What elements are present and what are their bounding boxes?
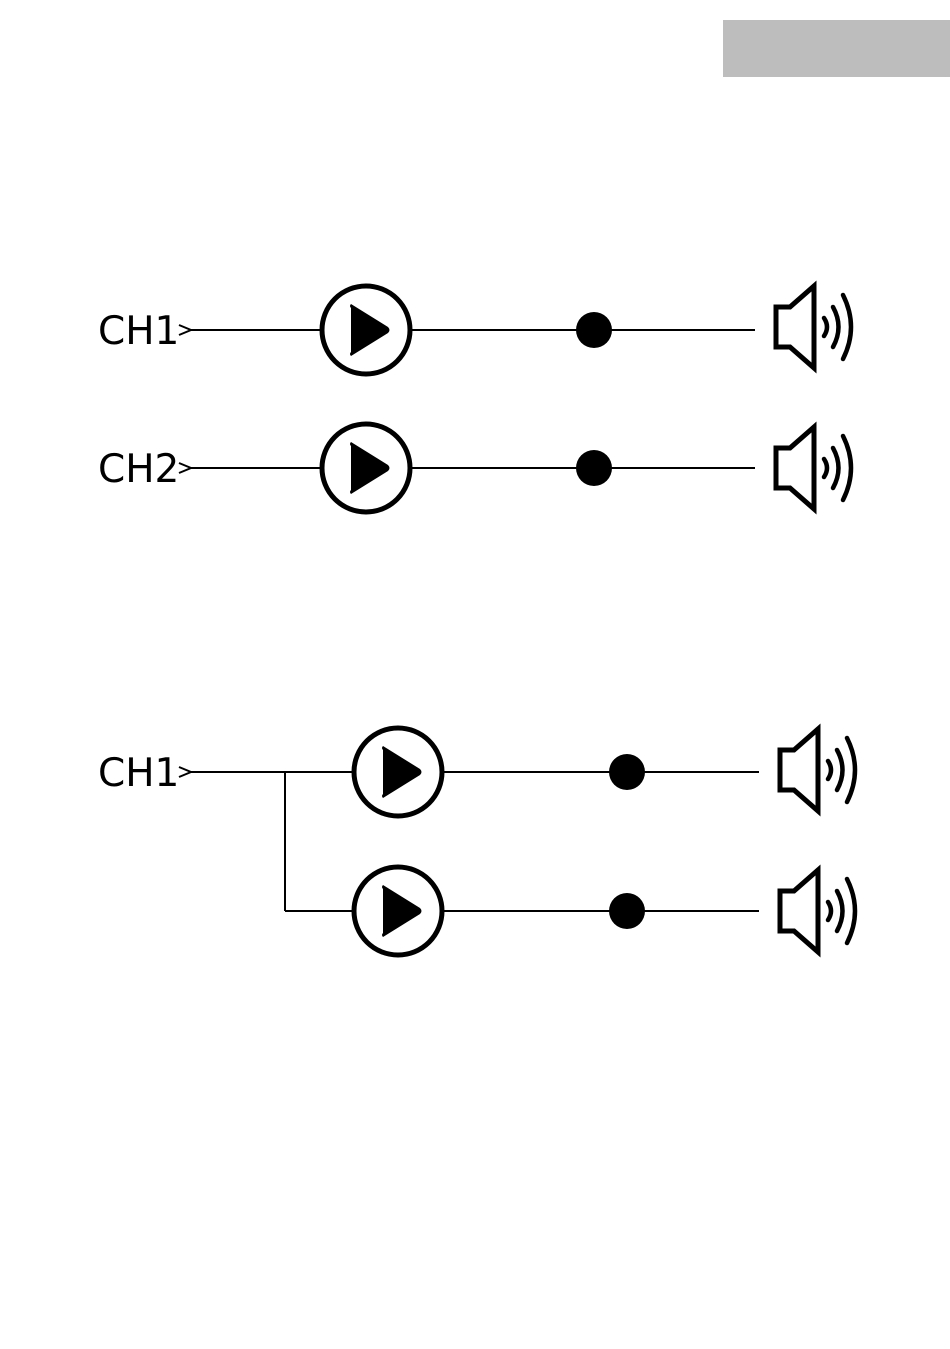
channel-label: CH1: [98, 309, 179, 354]
top-row-ch1: CH1: [98, 286, 851, 374]
input-arrow-icon: [179, 325, 191, 335]
speaker-icon: [776, 286, 851, 368]
junction-dot: [609, 893, 645, 929]
bottom-output-2: [354, 867, 855, 955]
speaker-icon: [776, 427, 851, 509]
amplifier-play-icon: [354, 867, 442, 955]
amplifier-play-icon: [322, 424, 410, 512]
junction-dot: [609, 754, 645, 790]
input-arrow-icon: [179, 767, 191, 777]
bottom-split-diagram: CH1: [98, 728, 855, 955]
junction-dot: [576, 450, 612, 486]
amplifier-play-icon: [354, 728, 442, 816]
speaker-icon: [780, 729, 855, 811]
speaker-icon: [780, 870, 855, 952]
amplifier-play-icon: [322, 286, 410, 374]
junction-dot: [576, 312, 612, 348]
input-arrow-icon: [179, 463, 191, 473]
bottom-output-1: [354, 728, 855, 816]
top-row-ch2: CH2: [98, 424, 851, 512]
channel-label: CH2: [98, 447, 179, 492]
channel-label: CH1: [98, 751, 179, 796]
